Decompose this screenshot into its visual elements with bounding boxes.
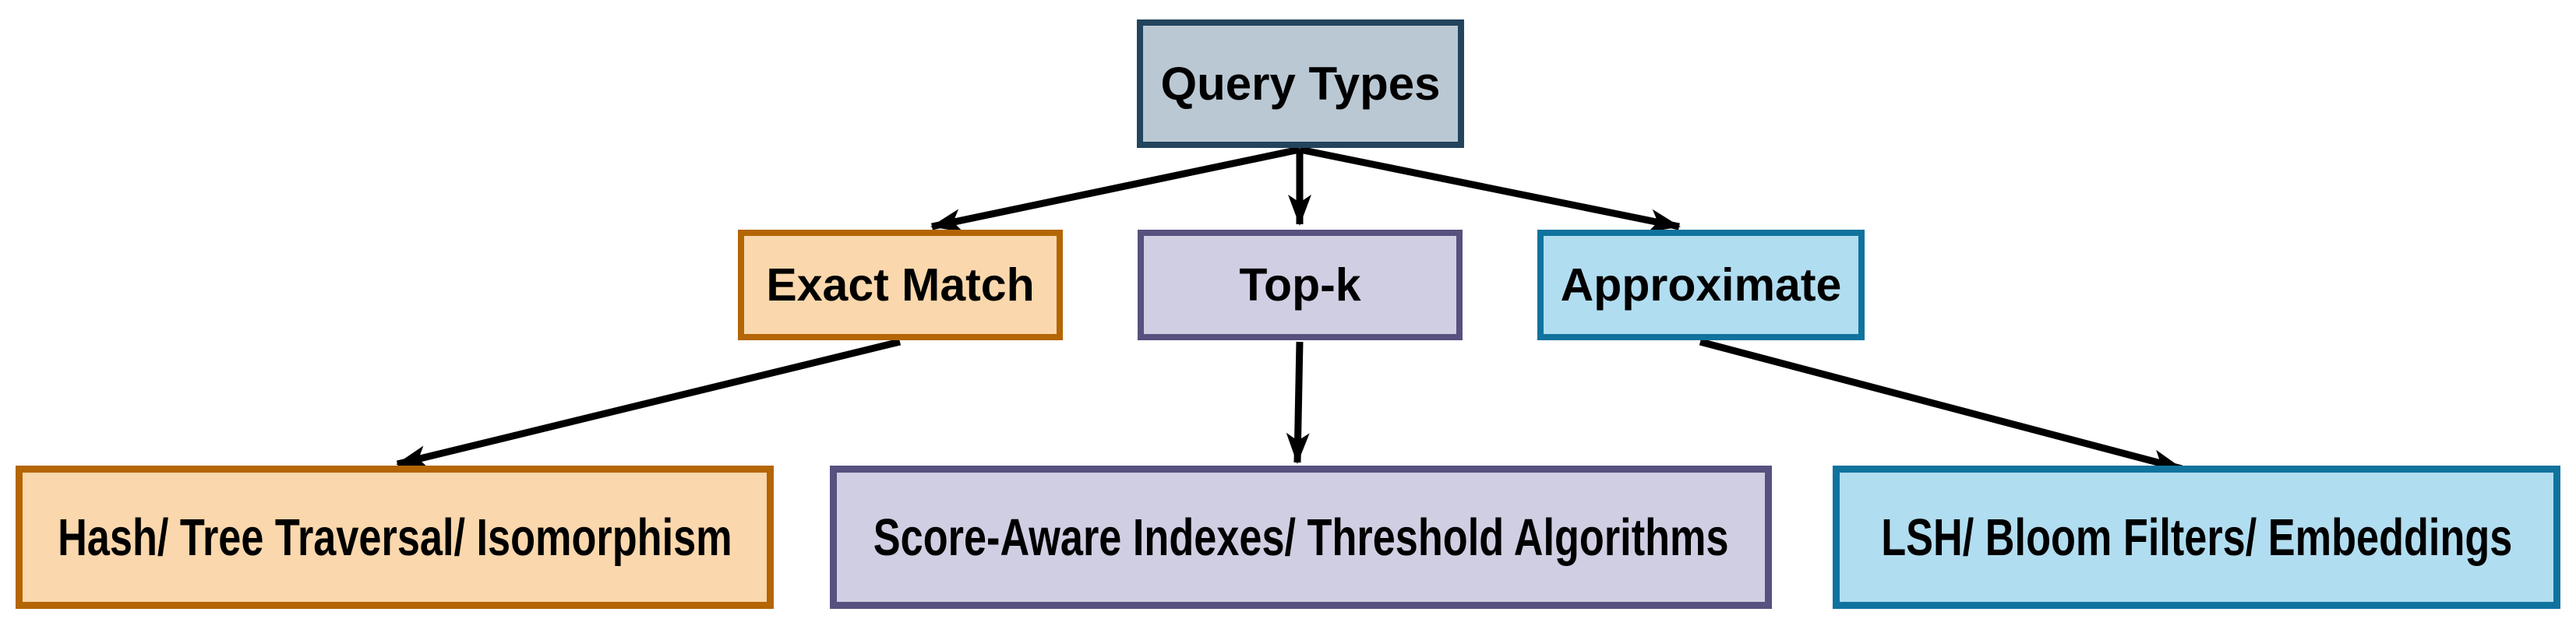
node-approximate-methods-label: LSH/ Bloom Filters/ Embeddings bbox=[1880, 508, 2513, 567]
node-exact-match: Exact Match bbox=[738, 230, 1063, 340]
node-query-types: Query Types bbox=[1137, 19, 1464, 148]
edge-top-k-to-methods bbox=[1286, 341, 1310, 464]
edge-query-types-to-exact-match bbox=[930, 146, 1300, 232]
edge-exact-match-to-methods bbox=[396, 338, 902, 469]
node-top-k-label: Top-k bbox=[1239, 259, 1361, 311]
node-top-k-methods-label: Score-Aware Indexes/ Threshold Algorithm… bbox=[873, 508, 1729, 567]
node-approximate: Approximate bbox=[1537, 230, 1865, 340]
node-exact-match-methods-label: Hash/ Tree Traversal/ Isomorphism bbox=[57, 508, 732, 567]
node-approximate-label: Approximate bbox=[1560, 259, 1842, 311]
node-approximate-methods: LSH/ Bloom Filters/ Embeddings bbox=[1833, 466, 2560, 609]
edge-query-types-to-approximate bbox=[1299, 146, 1681, 233]
node-top-k: Top-k bbox=[1138, 230, 1463, 340]
node-exact-match-label: Exact Match bbox=[766, 259, 1035, 311]
node-query-types-label: Query Types bbox=[1160, 58, 1441, 110]
node-top-k-methods: Score-Aware Indexes/ Threshold Algorithm… bbox=[830, 466, 1772, 609]
edge-approximate-to-methods bbox=[1699, 338, 2183, 473]
node-exact-match-methods: Hash/ Tree Traversal/ Isomorphism bbox=[16, 466, 774, 609]
